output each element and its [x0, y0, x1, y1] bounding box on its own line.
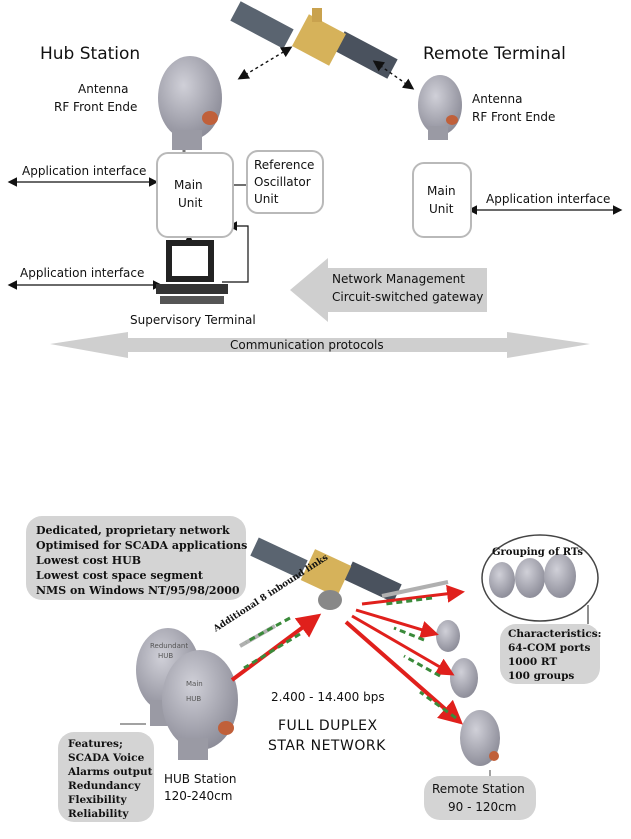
hub-main-unit-box: Main Unit	[156, 152, 234, 238]
supervisory-terminal-label: Supervisory Terminal	[130, 313, 256, 327]
remote-station-label: Remote Station	[432, 782, 525, 796]
main-hub-dish-icon	[162, 650, 238, 760]
characteristics-title: Characteristics:	[508, 628, 602, 640]
feature-top-1: Dedicated, proprietary network	[36, 524, 230, 537]
remote-dish-2-icon	[450, 658, 478, 698]
feature-top-4: Lowest cost space segment	[36, 569, 203, 582]
hub-rf-label: RF Front Ende	[54, 100, 138, 114]
satellite-bottom-icon	[250, 537, 402, 610]
redundant-hub-label-1: Redundant	[150, 642, 189, 650]
satellite-top-icon	[230, 1, 398, 79]
characteristics-groups: 100 groups	[508, 670, 575, 682]
red-link-rt2	[351, 614, 455, 676]
features-list-3: Redundancy	[68, 780, 141, 792]
remote-rf-label: RF Front Ende	[472, 110, 556, 124]
remote-dish-3-icon	[460, 710, 500, 766]
ref-osc-label-3: Unit	[254, 192, 279, 206]
remote-main-unit-box: Main Unit	[412, 162, 472, 238]
remote-satellite-link	[372, 60, 415, 90]
full-duplex-label: FULL DUPLEX	[278, 718, 378, 734]
star-network-label: STAR NETWORK	[268, 738, 386, 754]
features-list-1: SCADA Voice	[68, 752, 145, 764]
characteristics-ports: 64-COM ports	[508, 642, 591, 654]
red-link-hub	[230, 613, 322, 682]
green-link-4	[419, 690, 457, 720]
feature-top-5: NMS on Windows NT/95/98/2000	[36, 584, 240, 597]
remote-dish-1-icon	[436, 620, 460, 652]
terminal-app-interface-label: Application interface	[20, 266, 145, 280]
network-management-label: Network Management	[332, 272, 465, 286]
bps-label: 2.400 - 14.400 bps	[271, 690, 385, 704]
green-link-hub-2	[245, 616, 291, 644]
hub-antenna-label: Antenna	[78, 82, 129, 96]
main-hub-label-2: HUB	[186, 695, 202, 703]
remote-app-interface-label: Application interface	[486, 192, 611, 206]
features-list-5: Reliability	[68, 808, 129, 820]
hub-station-size: 120-240cm	[164, 789, 233, 803]
remote-terminal-title: Remote Terminal	[423, 44, 566, 64]
red-link-rt1	[355, 608, 439, 639]
features-list-bubble: Features; SCADA Voice Alarms output Redu…	[58, 732, 154, 822]
green-link-2	[393, 626, 425, 642]
remote-station-bubble: Remote Station 90 - 120cm	[424, 776, 536, 820]
hub-app-interface-label: Application interface	[22, 164, 147, 178]
reference-oscillator-box: Reference Oscillator Unit	[246, 150, 324, 214]
red-link-rt3	[344, 620, 464, 725]
ref-osc-label-1: Reference	[254, 158, 315, 172]
communication-protocols-label: Communication protocols	[230, 338, 384, 352]
hub-station-title: Hub Station	[40, 44, 141, 64]
features-list-title: Features;	[68, 738, 123, 750]
main-hub-label-1: Main	[186, 680, 203, 688]
hub-main-unit-label-1: Main	[174, 178, 203, 192]
characteristics-bubble: Characteristics: 64-COM ports 1000 RT 10…	[500, 624, 602, 684]
hub-antenna-icon	[158, 56, 222, 160]
characteristics-rt: 1000 RT	[508, 656, 558, 668]
green-link-hub	[243, 632, 301, 670]
remote-antenna-icon	[418, 75, 462, 140]
remote-main-unit-label-2: Unit	[429, 202, 454, 216]
supervisory-terminal-icon	[156, 240, 228, 304]
ref-osc-label-2: Oscillator	[254, 175, 311, 189]
grouping-title: Grouping of RTs	[492, 547, 584, 558]
features-list-2: Alarms output	[68, 766, 153, 778]
features-top-bubble: Dedicated, proprietary network Optimised…	[26, 516, 248, 600]
green-link-1	[385, 596, 433, 606]
network-management-arrow	[290, 258, 487, 322]
red-link-group	[361, 584, 465, 606]
communication-protocols-arrow	[50, 332, 590, 358]
grey-link-1	[381, 580, 449, 598]
circuit-gateway-label: Circuit-switched gateway	[332, 290, 484, 304]
feature-top-2: Optimised for SCADA applications	[36, 539, 248, 552]
redundant-hub-label-2: HUB	[158, 652, 174, 660]
remote-main-unit-label-1: Main	[427, 184, 456, 198]
features-list-4: Flexibility	[68, 794, 127, 806]
hub-main-unit-label-2: Unit	[178, 196, 203, 210]
remote-station-size: 90 - 120cm	[448, 800, 517, 814]
green-link-3	[403, 654, 441, 678]
remote-antenna-label: Antenna	[472, 92, 523, 106]
hub-satellite-link	[237, 46, 293, 80]
rt-group-dishes-icon	[489, 554, 576, 598]
feature-top-3: Lowest cost HUB	[36, 554, 142, 567]
hub-station-label: HUB Station	[164, 772, 237, 786]
